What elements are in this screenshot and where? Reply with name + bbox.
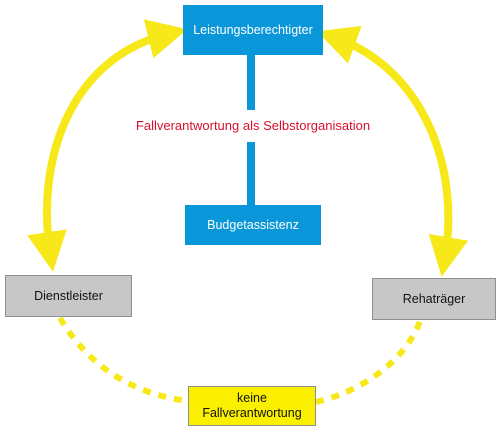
node-label: Rehaträger bbox=[402, 291, 466, 306]
node-rehatraeger: Rehaträger bbox=[372, 278, 496, 320]
blue-connector-lower bbox=[247, 142, 255, 205]
right-double-arrow bbox=[317, 25, 469, 277]
blue-connector-upper bbox=[247, 55, 255, 110]
node-budgetassistenz: Budgetassistenz bbox=[185, 205, 321, 245]
left-dotted-connector bbox=[57, 316, 189, 404]
node-label: Dienstleister bbox=[34, 288, 103, 303]
left-double-arrow bbox=[27, 19, 188, 272]
center-label: Fallverantwortung als Selbstorganisation bbox=[135, 118, 371, 133]
right-dotted-connector bbox=[315, 319, 423, 405]
node-keine-fallverantwortung: keine Fallverantwortung bbox=[188, 386, 316, 426]
node-label: Leistungsberechtigter bbox=[193, 22, 313, 37]
node-dienstleister: Dienstleister bbox=[5, 275, 132, 317]
node-leistungsberechtigter: Leistungsberechtigter bbox=[183, 5, 323, 55]
node-label: keine Fallverantwortung bbox=[202, 391, 302, 420]
node-label: Budgetassistenz bbox=[207, 217, 299, 232]
